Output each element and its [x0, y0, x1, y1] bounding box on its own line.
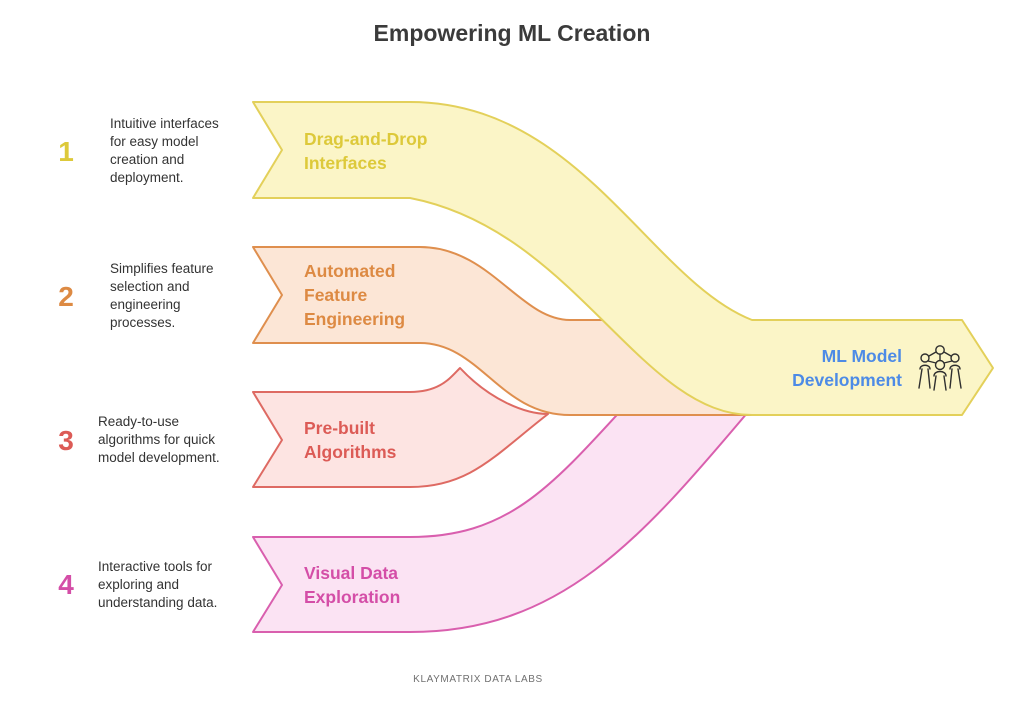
band-label-automated-feature-engineering: Automated Feature Engineering [304, 261, 406, 329]
footer-brand: KLAYMATRIX DATA LABS [413, 674, 543, 685]
step-description-4: Interactive tools for exploring and unde… [98, 559, 218, 610]
step-number-2: 2 [58, 281, 74, 312]
people-network-icon [918, 345, 962, 391]
band-drag-and-drop-interfaces [252, 101, 994, 416]
band-visual-data-exploration [252, 367, 749, 633]
band-label-visual-data-exploration: Visual Data Exploration [304, 563, 401, 607]
page-title: Empowering ML Creation [373, 20, 651, 46]
step-description-3: Ready-to-use algorithms for quick model … [98, 414, 220, 465]
step-number-4: 4 [58, 569, 74, 600]
band-label-pre-built-algorithms: Pre-built Algorithms [304, 418, 397, 462]
target-label-ml-model-development: ML Model Development [792, 346, 902, 390]
step-description-2: Simplifies feature selection and enginee… [110, 261, 214, 330]
step-number-3: 3 [58, 425, 74, 456]
step-number-1: 1 [58, 136, 74, 167]
step-description-1: Intuitive interfaces for easy model crea… [110, 116, 219, 185]
band-pre-built-algorithms [252, 367, 549, 488]
band-label-drag-and-drop: Drag-and-Drop Interfaces [304, 129, 428, 173]
